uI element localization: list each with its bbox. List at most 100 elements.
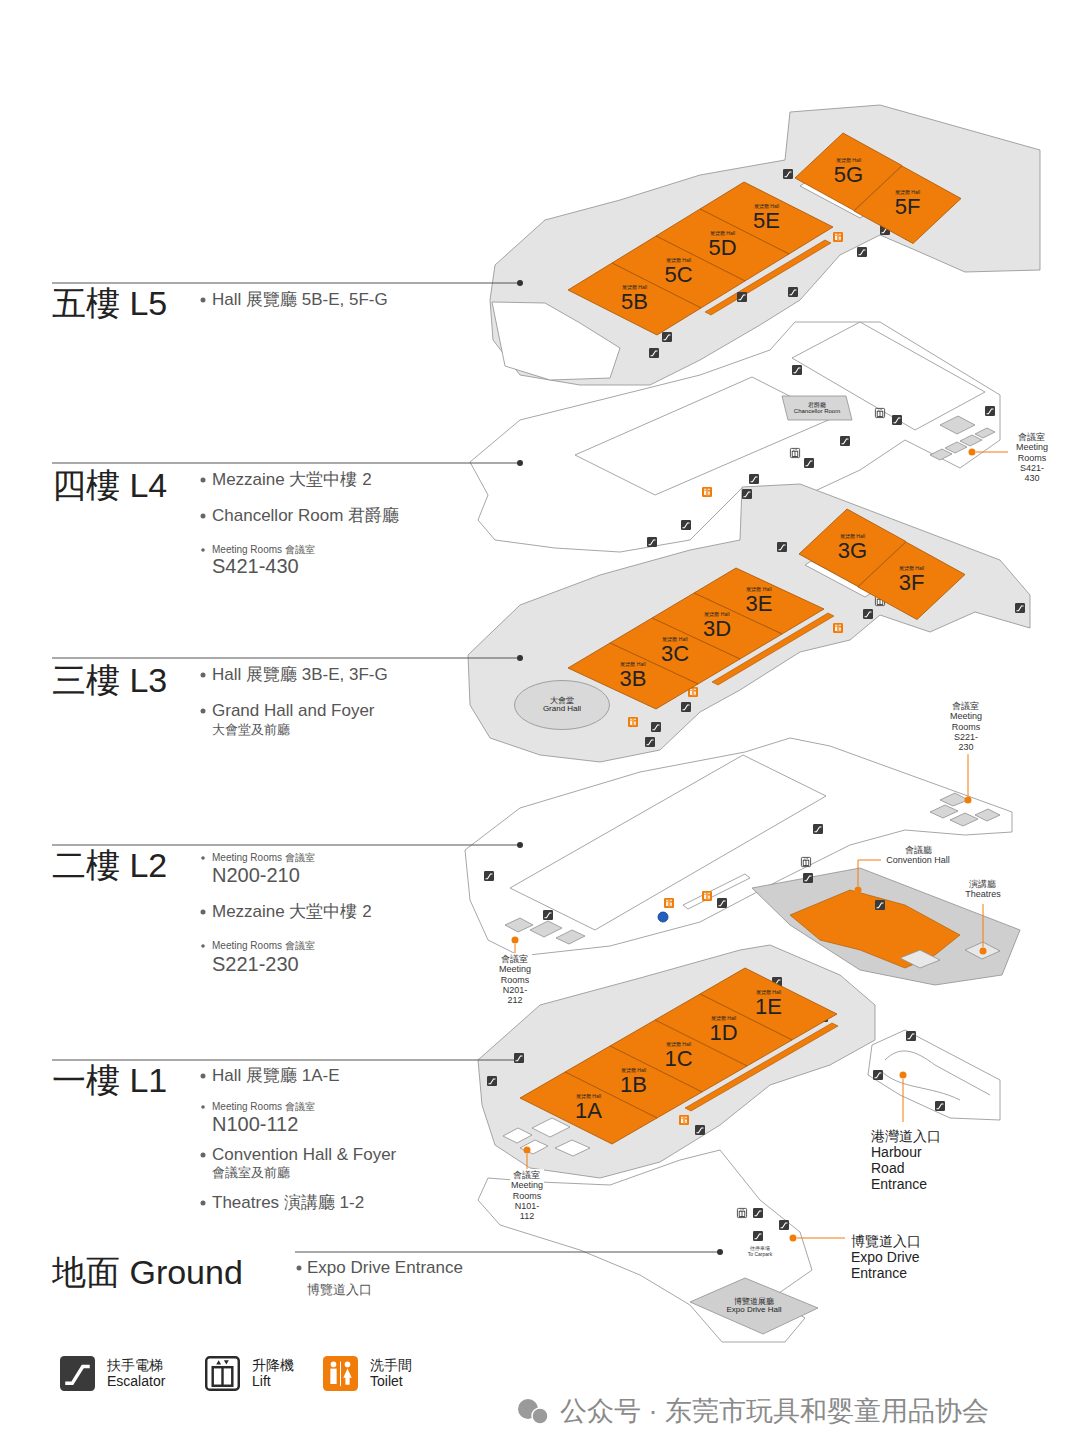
escalator-symbol	[647, 537, 657, 547]
bullet	[201, 856, 205, 860]
bullet	[201, 1201, 206, 1206]
plan-detail	[634, 723, 635, 725]
escalator-symbol	[753, 1208, 763, 1218]
escalator-symbol	[792, 365, 802, 375]
plan-detail	[839, 627, 841, 630]
meeting-room	[520, 1140, 548, 1154]
level-item: Convention Hall & Foyer	[212, 1145, 396, 1165]
level-dots	[517, 280, 723, 1255]
plan-detail	[908, 1034, 915, 1039]
legend-label: 洗手間 Toilet	[370, 1357, 416, 1389]
escalator-symbol	[803, 873, 813, 883]
leader-dot	[900, 1072, 907, 1079]
plan-detail	[865, 612, 872, 617]
hall-number: 3G	[838, 539, 867, 562]
plan-detail	[795, 451, 796, 456]
level-dot	[517, 280, 523, 286]
callout-label: 演講廳 Theatres	[964, 878, 1002, 901]
plan-detail	[779, 1220, 789, 1230]
plan-detail	[634, 721, 636, 724]
meeting-room	[505, 918, 533, 932]
plan-detail	[739, 295, 746, 300]
plan-detail	[792, 451, 798, 456]
meeting-room	[975, 809, 1000, 821]
hall-number: 3F	[899, 571, 925, 594]
level-item: Hall 展覽廳 5B-E, 5F-G	[212, 290, 388, 310]
plan-detail	[779, 545, 786, 550]
lift-symbol	[790, 448, 799, 457]
plan-detail	[685, 1117, 687, 1119]
plan-detail	[753, 1231, 763, 1241]
lift-symbol	[206, 1357, 239, 1390]
plan-detail	[739, 1211, 745, 1216]
plan-detail	[697, 1128, 704, 1133]
leader-dot	[790, 1235, 797, 1242]
plan-detail	[833, 623, 843, 633]
plan-detail	[685, 1119, 687, 1122]
escalator-symbol	[487, 1076, 497, 1086]
plan-detail	[664, 335, 671, 340]
leader-line	[983, 904, 984, 947]
plan-detail	[60, 1356, 95, 1391]
plan-detail	[331, 1362, 337, 1368]
void-outline	[575, 377, 833, 495]
bullet	[201, 548, 205, 552]
plan-detail	[790, 290, 797, 295]
room-range: N200-210	[212, 864, 300, 887]
plan-detail	[206, 1357, 239, 1390]
meeting-room	[930, 449, 952, 460]
plan-detail	[213, 1367, 233, 1386]
escalator-symbol	[753, 1231, 763, 1241]
leader-line	[968, 750, 969, 796]
plan-detail	[633, 719, 634, 726]
toilet-symbol	[679, 1115, 689, 1125]
escalator-symbol	[651, 722, 661, 732]
plan-detail	[804, 458, 814, 468]
floor-area	[468, 484, 1030, 762]
bullet	[201, 709, 206, 714]
level-item: Expo Drive Entrance	[307, 1258, 463, 1278]
level-4-plan	[470, 322, 1000, 552]
escalator-symbol	[875, 900, 885, 910]
info-symbol	[658, 912, 668, 922]
meeting-room	[555, 1140, 590, 1156]
meeting-room	[940, 793, 968, 806]
plan-detail	[704, 895, 706, 899]
escalator-symbol	[60, 1356, 95, 1391]
plan-detail	[749, 474, 759, 484]
direction-label: 往停車場 To Carpark	[747, 1246, 773, 1258]
plan-detail	[670, 904, 671, 906]
plan-detail	[681, 520, 691, 530]
bullet	[201, 1153, 206, 1158]
plan-detail	[630, 719, 632, 721]
plan-detail	[330, 1369, 336, 1384]
plan-detail	[664, 898, 674, 908]
meeting-room	[503, 1128, 532, 1143]
plan-detail	[647, 740, 654, 745]
leader-line	[976, 452, 1008, 453]
plan-detail	[795, 449, 796, 450]
room-range: N100-112	[212, 1113, 298, 1136]
plan-detail	[545, 913, 552, 918]
plan-detail	[806, 461, 813, 466]
plan-detail	[742, 489, 752, 499]
hall-number: 3B	[620, 667, 647, 690]
floor-outline	[470, 322, 1000, 552]
toilet-symbol	[664, 898, 674, 908]
escalator-symbol	[935, 1101, 945, 1111]
meeting-room	[945, 442, 967, 453]
plan-detail	[345, 1362, 351, 1368]
leader-dot	[855, 887, 862, 894]
escalator-symbol	[892, 415, 902, 425]
leader-dot	[965, 797, 972, 804]
plan-detail	[708, 895, 710, 898]
open-area	[492, 302, 620, 380]
hall-number: 3E	[746, 592, 773, 615]
plan-detail	[681, 1117, 683, 1119]
callout-leaders	[515, 452, 1008, 1238]
plan-detail	[514, 1053, 524, 1063]
plan-detail	[794, 368, 801, 373]
room-name: 博覽道展廳 Expo Drive Hall	[726, 1298, 783, 1315]
plan-detail	[857, 247, 867, 257]
plan-detail	[805, 876, 812, 881]
